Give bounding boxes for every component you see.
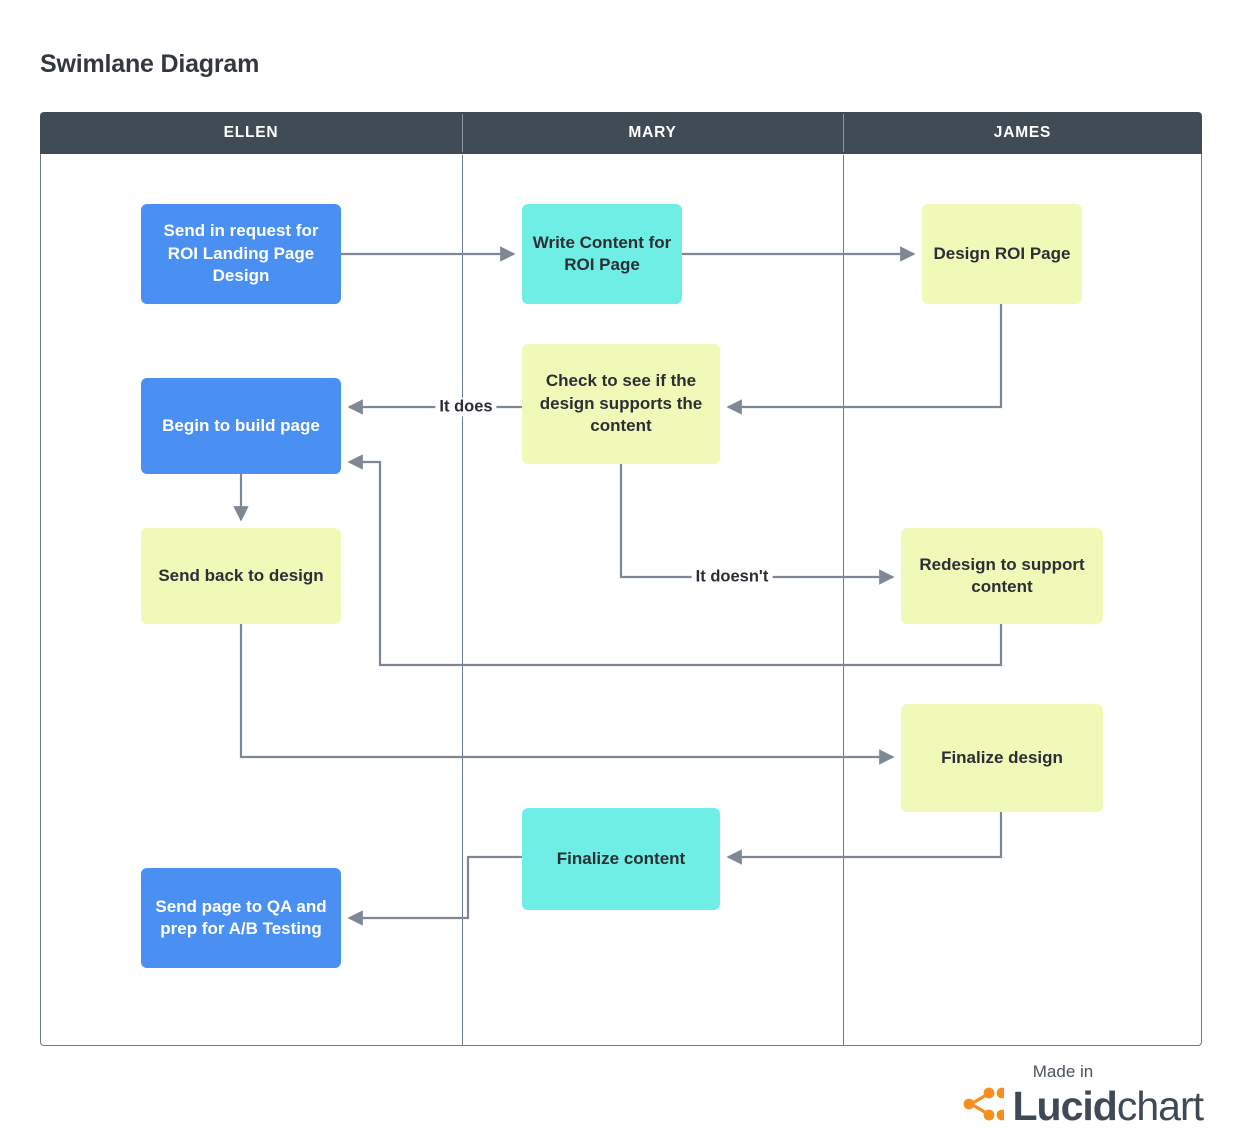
node-label: Check to see if the design supports the … bbox=[539, 371, 703, 436]
lucid-node-graph-icon bbox=[962, 1087, 1007, 1126]
lane-header-ellen: ELLEN bbox=[40, 112, 462, 154]
connector-layer bbox=[233, 246, 1003, 926]
page-title: Swimlane Diagram bbox=[40, 50, 260, 78]
edge-label-it-doesnt: It doesn't bbox=[691, 567, 773, 587]
node-finalize-design[interactable]: Finalize design bbox=[901, 704, 1103, 812]
connector-redesign-to-begin-build bbox=[347, 454, 1003, 667]
node-begin-to-build-page[interactable]: Begin to build page bbox=[141, 378, 341, 474]
lane-divider-ellen-mary bbox=[462, 155, 463, 1046]
node-label: Finalize design bbox=[941, 747, 1063, 767]
connector-design-roi-to-check-design bbox=[726, 304, 1003, 415]
lane-header-mary: MARY bbox=[462, 112, 843, 154]
lane-header-label: JAMES bbox=[993, 124, 1052, 141]
lane-header-label: ELLEN bbox=[223, 124, 279, 141]
node-label: Redesign to support content bbox=[919, 554, 1085, 596]
connector-send-back-to-finalize-design bbox=[239, 624, 895, 765]
node-design-roi-page[interactable]: Design ROI Page bbox=[922, 204, 1082, 304]
made-in-label: Made in bbox=[1032, 1062, 1094, 1081]
node-send-back-to-design[interactable]: Send back to design bbox=[141, 528, 341, 624]
lucidchart-logo: Lucidchart bbox=[923, 1083, 1204, 1129]
lane-divider-mary-james bbox=[843, 155, 844, 1046]
node-write-content[interactable]: Write Content for ROI Page bbox=[522, 204, 682, 304]
lane-header-bar bbox=[40, 112, 1202, 154]
lane-header-divider-2 bbox=[843, 114, 844, 152]
node-send-request[interactable]: Send in request for ROI Landing Page Des… bbox=[141, 204, 341, 304]
lane-header-label: MARY bbox=[628, 124, 677, 141]
node-label: Send page to QA and prep for A/B Testing bbox=[155, 896, 327, 938]
swimlane-diagram: ELLEN MARY JAMES bbox=[40, 112, 1202, 1046]
node-redesign-to-support-content[interactable]: Redesign to support content bbox=[901, 528, 1103, 624]
node-label: Send in request for ROI Landing Page Des… bbox=[163, 221, 319, 286]
node-check-design-supports-content[interactable]: Check to see if the design supports the … bbox=[522, 344, 720, 464]
node-label: Begin to build page bbox=[162, 415, 320, 435]
connector-check-design-to-redesign bbox=[619, 464, 895, 585]
connector-finalize-content-to-send-qa bbox=[347, 855, 522, 926]
lane-header-james: JAMES bbox=[843, 112, 1202, 154]
node-label: Send back to design bbox=[158, 565, 324, 585]
edge-label-text: It doesn't bbox=[695, 567, 769, 586]
node-label: Finalize content bbox=[556, 848, 686, 868]
lane-header-divider-1 bbox=[462, 114, 463, 152]
brand-light: chart bbox=[1116, 1083, 1204, 1129]
node-finalize-content[interactable]: Finalize content bbox=[522, 808, 720, 910]
node-send-page-to-qa[interactable]: Send page to QA and prep for A/B Testing bbox=[141, 868, 341, 968]
node-label: Write Content for ROI Page bbox=[532, 232, 672, 274]
edge-label-text: It does bbox=[439, 397, 493, 416]
edge-label-it-does: It does bbox=[435, 397, 497, 417]
footer-credit: Made in Lucidchart bbox=[923, 1062, 1204, 1129]
brand-bold: Lucid bbox=[1012, 1083, 1118, 1129]
connector-finalize-design-to-finalize-content bbox=[726, 812, 1003, 865]
node-label: Design ROI Page bbox=[933, 243, 1071, 263]
lucidchart-wordmark: Lucidchart bbox=[1012, 1083, 1204, 1129]
